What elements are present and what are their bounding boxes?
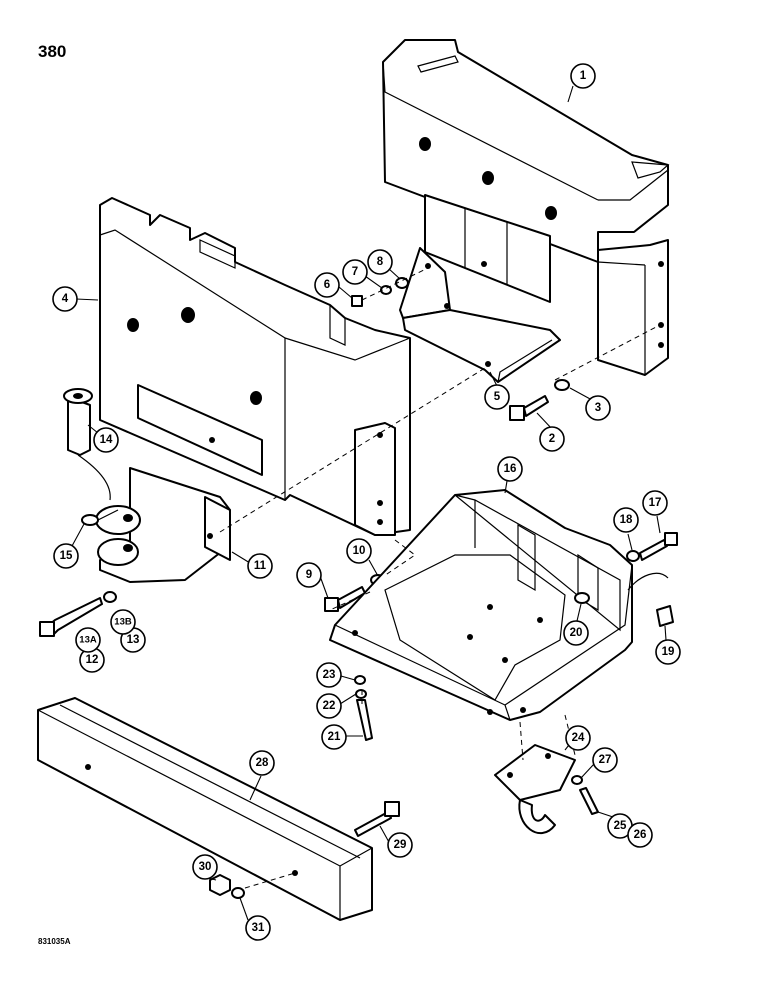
svg-text:13A: 13A <box>79 635 97 646</box>
callout-29: 29 <box>387 832 413 858</box>
svg-text:29: 29 <box>394 839 407 851</box>
svg-text:25: 25 <box>614 820 627 832</box>
callout-1: 1 <box>570 63 596 89</box>
svg-text:30: 30 <box>199 861 212 873</box>
svg-text:11: 11 <box>254 560 267 572</box>
callout-12: 12 <box>79 647 105 673</box>
svg-text:15: 15 <box>60 550 73 562</box>
callout-8: 8 <box>367 249 393 275</box>
weight-block-rear <box>382 39 670 376</box>
callout-7: 7 <box>342 259 368 285</box>
callout-23: 23 <box>316 662 342 688</box>
callout-21: 21 <box>321 724 347 750</box>
callout-11: 11 <box>247 553 273 579</box>
callout-22: 22 <box>316 693 342 719</box>
svg-text:22: 22 <box>323 700 336 712</box>
fasteners-upper <box>351 277 570 421</box>
callout-26: 26 <box>627 822 653 848</box>
callout-3: 3 <box>585 395 611 421</box>
retaining-clip <box>81 509 119 526</box>
front-bar <box>37 697 373 921</box>
svg-text:6: 6 <box>324 279 330 291</box>
callout-9: 9 <box>296 562 322 588</box>
svg-text:13: 13 <box>127 634 140 646</box>
callout-15: 15 <box>53 543 79 569</box>
svg-text:26: 26 <box>634 829 647 841</box>
svg-text:13B: 13B <box>114 617 132 628</box>
svg-text:19: 19 <box>662 646 675 658</box>
svg-text:17: 17 <box>649 497 662 509</box>
svg-text:24: 24 <box>572 732 585 744</box>
callout-19: 19 <box>655 639 681 665</box>
svg-text:14: 14 <box>100 434 113 446</box>
callout-30: 30 <box>192 854 218 880</box>
svg-text:5: 5 <box>494 391 501 403</box>
callout-18: 18 <box>613 507 639 533</box>
callout-4: 4 <box>52 286 78 312</box>
callout-20: 20 <box>563 620 589 646</box>
callout-27: 27 <box>592 747 618 773</box>
bolt-12 <box>39 591 117 637</box>
bracket <box>399 247 561 383</box>
svg-text:20: 20 <box>570 627 583 639</box>
svg-text:4: 4 <box>62 293 69 305</box>
callout-13b: 13B <box>110 609 136 635</box>
weight-tray <box>329 489 633 721</box>
svg-text:9: 9 <box>306 569 312 581</box>
svg-text:21: 21 <box>328 731 341 743</box>
svg-text:18: 18 <box>620 514 633 526</box>
page-number: 380 <box>38 42 67 61</box>
callout-10: 10 <box>346 538 372 564</box>
svg-text:28: 28 <box>256 757 269 769</box>
hook-assembly <box>494 744 599 835</box>
svg-text:7: 7 <box>352 266 358 278</box>
svg-text:16: 16 <box>504 463 517 475</box>
callout-31: 31 <box>245 915 271 941</box>
callout-13a: 13A <box>75 627 101 653</box>
svg-text:10: 10 <box>353 545 366 557</box>
svg-text:27: 27 <box>599 754 612 766</box>
callout-17: 17 <box>642 490 668 516</box>
fasteners-21-23 <box>354 675 373 741</box>
svg-text:3: 3 <box>595 402 601 414</box>
callout-6: 6 <box>314 272 340 298</box>
svg-text:31: 31 <box>252 922 265 934</box>
fasteners-17-19 <box>626 532 678 627</box>
callout-14: 14 <box>93 427 119 453</box>
svg-text:1: 1 <box>580 70 587 82</box>
fasteners-29-31 <box>209 801 400 899</box>
weight-block-front <box>99 197 411 536</box>
callout-24: 24 <box>565 725 591 751</box>
callout-2: 2 <box>539 426 565 452</box>
hitch-plate <box>95 467 231 583</box>
callout-16: 16 <box>497 456 523 482</box>
svg-text:12: 12 <box>86 654 99 666</box>
figure-code: 831035A <box>38 937 71 946</box>
hitch-pin <box>63 388 111 501</box>
callout-28: 28 <box>249 750 275 776</box>
callout-5: 5 <box>484 384 510 410</box>
svg-text:2: 2 <box>549 433 555 445</box>
svg-text:8: 8 <box>377 256 384 268</box>
svg-text:23: 23 <box>323 669 336 681</box>
